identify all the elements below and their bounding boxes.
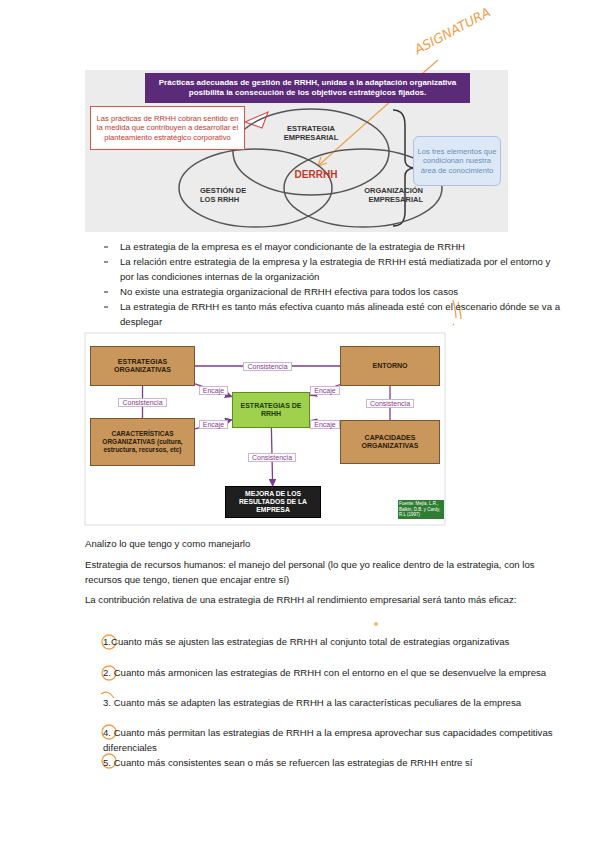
cardboard-box: CARACTERÍSTICAS ORGANIZATIVAS (cultura, … bbox=[90, 418, 195, 466]
figure-frame bbox=[85, 333, 445, 525]
node-text: GESTIÓN DE LOS RRHH bbox=[200, 186, 263, 204]
strategy-box: ESTRATEGIAS DE RRHH bbox=[232, 392, 310, 428]
connector-label: Consistencia bbox=[243, 362, 291, 371]
source-note: Fuente: Mejía, L.R., Balkin, D.B. y Card… bbox=[398, 500, 444, 519]
node-text: CAPACIDADES ORGANIZATIVAS bbox=[344, 434, 436, 451]
bullet-dash bbox=[104, 247, 108, 248]
paragraph-text: Analizo lo que tengo y como manejarlo bbox=[85, 536, 555, 551]
list-item: 1.Cuanto más se ajusten las estrategias … bbox=[103, 634, 563, 649]
curly-bracket bbox=[393, 110, 414, 226]
venn-ellipse: ESTRATEGIA EMPRESARIAL bbox=[232, 108, 390, 196]
callout-box: Las prácticas de RRHH cobran sentido en … bbox=[90, 106, 245, 150]
list-item: 5. Cuanto más consistentes sean o más se… bbox=[103, 755, 563, 770]
connector-label: Encaje bbox=[310, 420, 339, 429]
bullet-dash bbox=[104, 262, 108, 263]
info-box: Los tres elementos que condicionan nuest… bbox=[413, 136, 501, 186]
node-text: Los tres elementos que condicionan nuest… bbox=[417, 147, 497, 174]
connector-label: Consistencia bbox=[366, 399, 414, 408]
connector-label: Consistencia bbox=[118, 398, 166, 407]
list-item: 2. Cuanto más armonicen las estrategias … bbox=[103, 665, 563, 680]
connector-label: Encaje bbox=[310, 386, 339, 395]
header-banner: Prácticas adecuadas de gestión de RRHH, … bbox=[145, 73, 470, 103]
node-text: ESTRATEGIA EMPRESARIAL bbox=[262, 124, 360, 142]
node-text: Prácticas adecuadas de gestión de RRHH, … bbox=[149, 78, 466, 97]
list-item: 4. Cuanto más permitan las estrategias d… bbox=[103, 725, 563, 755]
connector bbox=[310, 384, 340, 395]
bullet-dash bbox=[104, 307, 108, 308]
center-label: DERRHH bbox=[286, 166, 346, 184]
ellipse-outline bbox=[232, 108, 390, 196]
list-item: 3. Cuanto más se adapten las estrategias… bbox=[103, 695, 563, 710]
connector bbox=[310, 420, 340, 428]
connector-label: Encaje bbox=[199, 420, 228, 429]
bullet-dash bbox=[104, 292, 108, 293]
node-text: ESTRATEGIAS ORGANIZATIVAS bbox=[94, 358, 191, 375]
node-text: ORGANIZACIÓN EMPRESARIAL bbox=[353, 186, 423, 204]
connector-label: Encaje bbox=[199, 386, 228, 395]
node-text: ENTORNO bbox=[344, 362, 436, 370]
node-text: MEJORA DE LOS RESULTADOS DE LA EMPRESA bbox=[229, 490, 317, 514]
node-text: ESTRATEGIAS DE RRHH bbox=[236, 402, 306, 419]
node-text: DERRHH bbox=[287, 169, 345, 181]
figure-ground bbox=[85, 70, 508, 232]
cardboard-box: ESTRATEGIAS ORGANIZATIVAS bbox=[90, 346, 195, 386]
connector bbox=[195, 420, 232, 429]
node-text: CARACTERÍSTICAS ORGANIZATIVAS (cultura, … bbox=[94, 430, 191, 453]
bullet-text: No existe una estrategia organizacional … bbox=[120, 284, 565, 299]
handwritten-arrowhead bbox=[318, 157, 327, 166]
cardboard-box: CAPACIDADES ORGANIZATIVAS bbox=[340, 420, 440, 464]
bullet-text: La estrategia de RRHH es tanto más efect… bbox=[120, 299, 565, 329]
paragraph-text: La contribución relativa de una estrateg… bbox=[85, 592, 555, 607]
bullet-text: La relación entre estrategia de la empre… bbox=[120, 254, 565, 284]
paragraph-text: Estrategia de recursos humanos: el manej… bbox=[85, 557, 555, 587]
node-text: Las prácticas de RRHH cobran sentido en … bbox=[94, 114, 241, 141]
handwritten-note: ASIGNATURA bbox=[412, 2, 499, 57]
connector bbox=[195, 384, 232, 397]
bullet-text: La estrategia de la empresa es el mayor … bbox=[120, 239, 565, 254]
cardboard-box: ENTORNO bbox=[340, 346, 440, 386]
connector-label: Consistencia bbox=[248, 453, 296, 462]
result-box: MEJORA DE LOS RESULTADOS DE LA EMPRESA bbox=[225, 486, 321, 518]
